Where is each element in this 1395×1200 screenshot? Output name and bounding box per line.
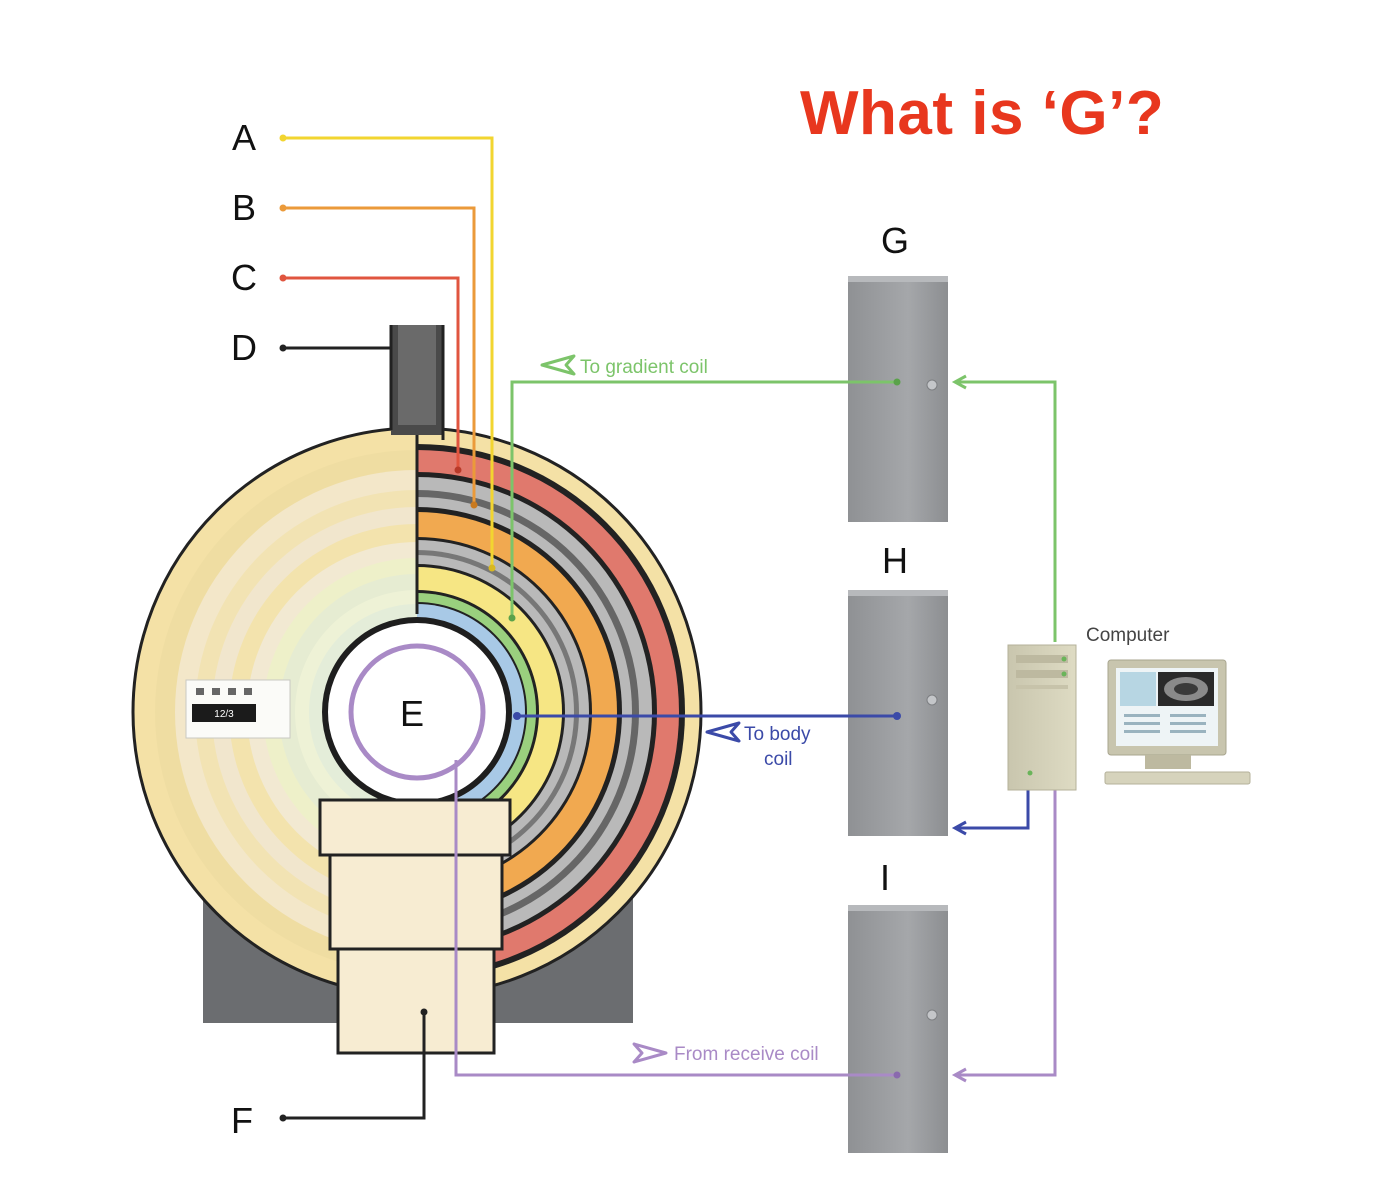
leader-line-f	[283, 1012, 426, 1120]
label-c: C	[231, 257, 257, 298]
cabinet-i	[848, 905, 948, 1153]
computer-label: Computer	[1086, 625, 1170, 646]
question-title: What is ‘G’?	[800, 79, 1165, 148]
label-d: D	[231, 327, 257, 368]
receive-coil-line	[454, 760, 897, 1077]
gradient-arrow-icon	[540, 354, 576, 376]
receive-arrow-icon	[632, 1042, 668, 1064]
label-h: H	[882, 540, 908, 581]
computer-tower	[1007, 644, 1077, 791]
computer-monitor	[1104, 659, 1251, 785]
label-a: A	[232, 117, 256, 158]
gradient-coil-line	[510, 380, 897, 618]
leader-line-c	[283, 276, 460, 470]
magnet-control-panel: 12/3	[185, 679, 291, 739]
leader-line-a	[283, 136, 494, 568]
receive-annotation: From receive coil	[674, 1044, 819, 1065]
label-b: B	[232, 187, 256, 228]
panel-display: 12/3	[214, 709, 234, 720]
label-g: G	[881, 220, 909, 261]
receive-coil-ring	[348, 643, 486, 781]
label-i: I	[880, 857, 890, 898]
label-f: F	[231, 1100, 253, 1141]
patient-table	[318, 798, 512, 1055]
gradient-annotation: To gradient coil	[580, 357, 708, 378]
computer-to-i-line	[955, 790, 1057, 1077]
body-arrow-icon	[705, 721, 741, 743]
body-annotation-line2: coil	[764, 749, 793, 770]
cryogen-tower	[389, 325, 445, 440]
computer-to-h-line	[955, 790, 1030, 830]
body-annotation-line1: To body	[744, 724, 811, 745]
computer-to-g-line	[955, 380, 1057, 642]
cabinet-g	[848, 276, 948, 522]
label-e: E	[400, 693, 424, 734]
leader-line-b	[283, 206, 476, 505]
